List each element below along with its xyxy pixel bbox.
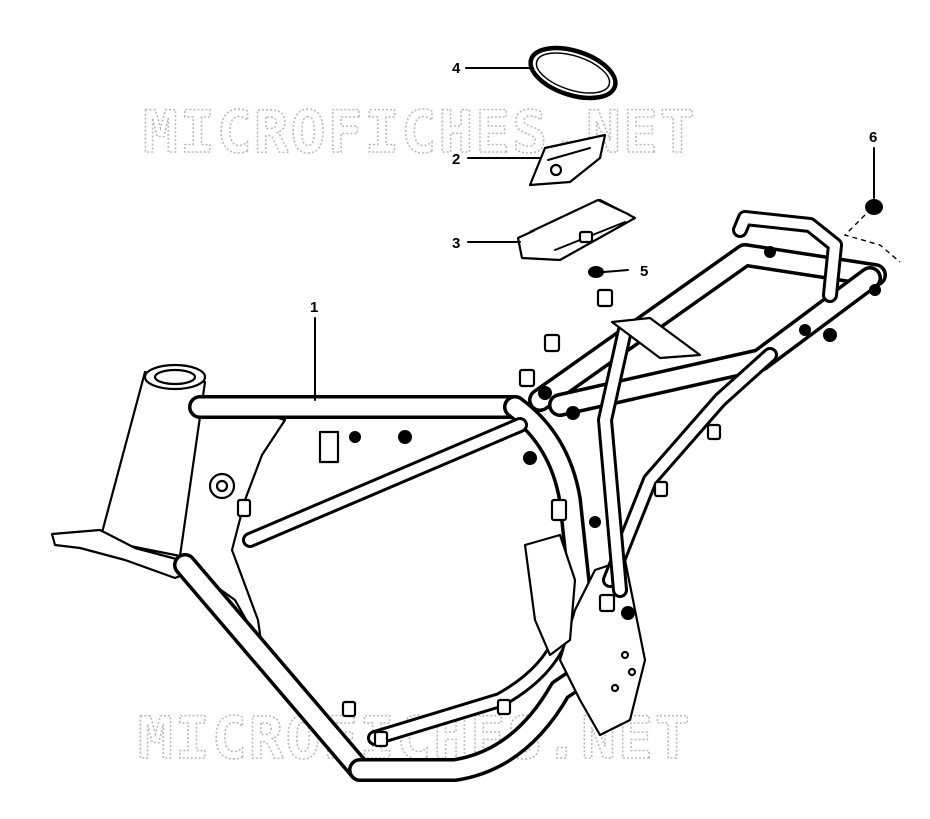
- part-6-grommet: [843, 147, 901, 263]
- leader-lines: [314, 67, 541, 401]
- part-4-ring: [528, 45, 618, 101]
- watermark-top: MICROFICHES.NET: [143, 98, 697, 166]
- part-5-nut: [588, 266, 629, 278]
- part-3-tray: [516, 198, 637, 262]
- cross-member: [610, 316, 702, 360]
- steering-head-tube: [98, 363, 207, 558]
- part-2-bracket: [528, 133, 607, 187]
- callout-6: 6: [869, 129, 877, 146]
- motorcycle-frame: [50, 210, 887, 782]
- mount-tabs: [208, 246, 881, 748]
- callout-4: 4: [452, 60, 461, 77]
- callout-2: 2: [452, 151, 460, 168]
- callout-1: 1: [310, 299, 318, 316]
- callout-3: 3: [452, 235, 460, 252]
- callout-5: 5: [640, 263, 648, 280]
